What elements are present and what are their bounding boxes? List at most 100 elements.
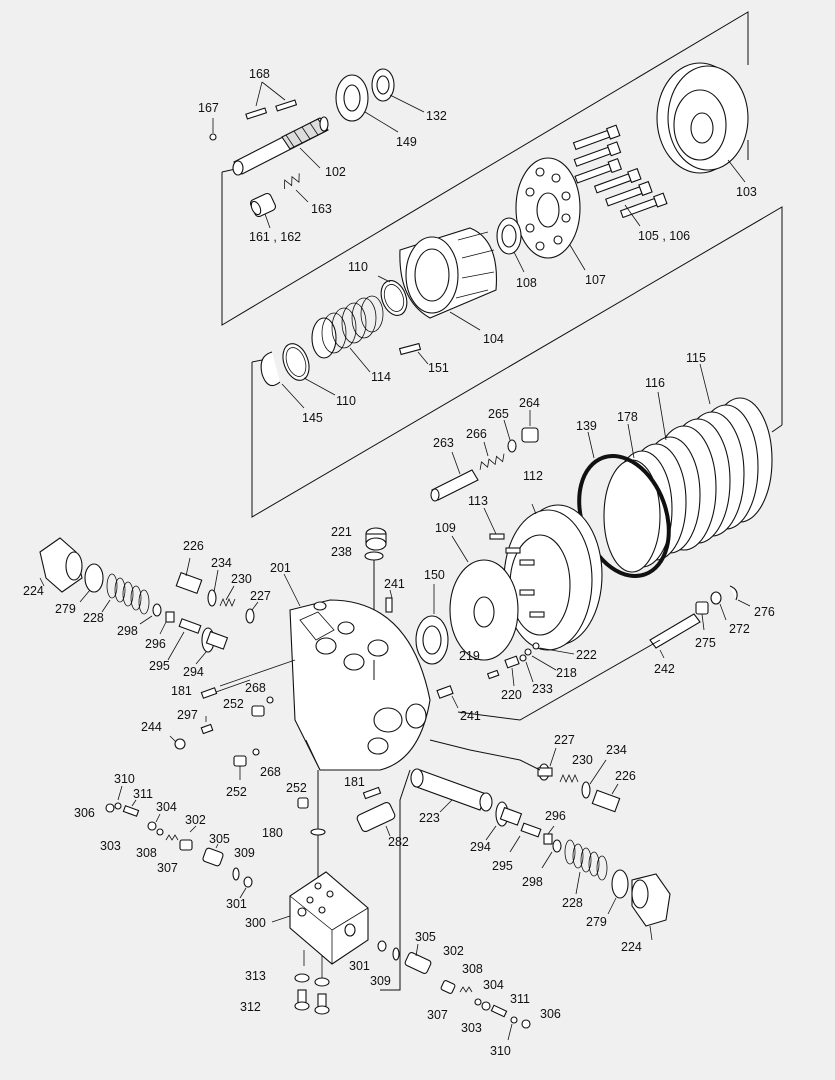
- callout-222: 222: [576, 648, 597, 662]
- callout-105-106: 105 , 106: [638, 229, 690, 243]
- port-block-201: [219, 573, 431, 771]
- callout-295-left: 295: [149, 659, 170, 673]
- callout-161-162: 161 , 162: [249, 230, 301, 244]
- callout-252-bottom: 252: [286, 781, 307, 795]
- callout-241-lower: 241: [460, 709, 481, 723]
- plug-221: [365, 527, 387, 551]
- callout-107: 107: [585, 273, 606, 287]
- seal-310-right: [507, 1016, 518, 1041]
- pin-151: [398, 342, 429, 365]
- spring-228-left: [101, 573, 150, 615]
- callout-228-left: 228: [83, 611, 104, 625]
- callout-304-left: 304: [156, 800, 177, 814]
- callout-110-upper: 110: [348, 260, 368, 274]
- o-ring-234-right: [581, 759, 607, 799]
- group-outline-middle: [251, 206, 783, 518]
- callout-167: 167: [198, 101, 219, 115]
- snap-ring-145: [260, 351, 305, 409]
- ring-110-upper: [377, 275, 408, 316]
- poppet-302-right: [440, 980, 456, 994]
- callout-234-left: 234: [211, 556, 232, 570]
- callout-116: 116: [645, 376, 665, 390]
- callout-224-right: 224: [621, 940, 642, 954]
- callout-302-left: 302: [185, 813, 206, 827]
- callout-181-left: 181: [171, 684, 192, 698]
- shaft-102: [232, 116, 329, 176]
- callout-303-right: 303: [461, 1021, 482, 1035]
- callout-298-left: 298: [117, 624, 138, 638]
- callout-139: 139: [576, 419, 597, 433]
- callout-282: 282: [388, 835, 409, 849]
- spring-230-right: [559, 773, 579, 784]
- callout-244: 244: [141, 720, 162, 734]
- screw-244: [169, 735, 186, 750]
- callout-310-right: 310: [490, 1044, 511, 1058]
- sleeve-294-left: [195, 627, 229, 665]
- brake-piston-112: [503, 503, 603, 651]
- plug-275: [695, 601, 709, 631]
- callout-180: 180: [262, 826, 283, 840]
- callout-312: 312: [240, 1000, 261, 1014]
- callout-311-left: 311: [133, 787, 153, 801]
- plug-297: [200, 716, 214, 735]
- callout-114: 114: [371, 370, 391, 384]
- callout-132: 132: [426, 109, 447, 123]
- callout-295-right: 295: [492, 859, 513, 873]
- callout-275: 275: [695, 636, 716, 650]
- callout-151: 151: [428, 361, 449, 375]
- callout-252-left: 252: [223, 697, 244, 711]
- callout-238: 238: [331, 545, 352, 559]
- pin-241-lower: [436, 685, 459, 709]
- callout-168: 168: [249, 67, 270, 81]
- ring-296-left: [159, 611, 175, 635]
- callout-218: 218: [556, 666, 577, 680]
- callout-272: 272: [729, 622, 750, 636]
- callout-304-right: 304: [483, 978, 504, 992]
- spring-114: [311, 295, 384, 373]
- callout-306-left: 306: [74, 806, 95, 820]
- callout-311-right: 311: [510, 992, 530, 1006]
- o-ring-234-left: [207, 569, 219, 607]
- o-ring-279-right: [607, 869, 629, 915]
- plug-252-lower: [233, 755, 247, 780]
- callout-296-right: 296: [545, 809, 566, 823]
- seal-132: [371, 68, 425, 113]
- callout-219: 219: [459, 649, 480, 663]
- bolt-set-105-106: [572, 124, 668, 227]
- plug-226-left: [175, 557, 203, 595]
- ring-296-right: [543, 825, 555, 845]
- callout-224-left: 224: [23, 584, 44, 598]
- callout-305-right: 305: [415, 930, 436, 944]
- brake-springs-113: [483, 507, 545, 618]
- plug-305-left: [202, 843, 224, 867]
- plug-224-right: [631, 873, 671, 941]
- callout-308-left: 308: [136, 846, 157, 860]
- callout-301-right: 301: [349, 959, 370, 973]
- plate-109: [449, 535, 519, 661]
- callout-108: 108: [516, 276, 537, 290]
- callout-234-right: 234: [606, 743, 627, 757]
- assembly-leader-lines: [317, 639, 661, 991]
- callout-242: 242: [654, 662, 675, 676]
- callout-178: 178: [617, 410, 638, 424]
- poppet-302-left: [179, 825, 197, 851]
- callout-104: 104: [483, 332, 504, 346]
- callout-266: 266: [466, 427, 487, 441]
- callout-276: 276: [754, 605, 775, 619]
- nut-304-right: [481, 1001, 491, 1011]
- bearing-149: [335, 74, 399, 133]
- callout-201: 201: [270, 561, 291, 575]
- pin-181-lower: [362, 786, 382, 800]
- callout-252-lower: 252: [226, 785, 247, 799]
- callout-265: 265: [488, 407, 509, 421]
- spring-163: [284, 173, 309, 203]
- screw-311-right: [490, 1004, 508, 1018]
- callout-115: 115: [686, 351, 706, 365]
- callout-228-right: 228: [562, 896, 583, 910]
- callout-305-left: 305: [209, 832, 230, 846]
- pin-168: [245, 81, 298, 120]
- callout-163: 163: [311, 202, 332, 216]
- washer-313: [294, 973, 330, 987]
- small-parts-218-222: [486, 642, 575, 687]
- housing-103: [656, 62, 749, 183]
